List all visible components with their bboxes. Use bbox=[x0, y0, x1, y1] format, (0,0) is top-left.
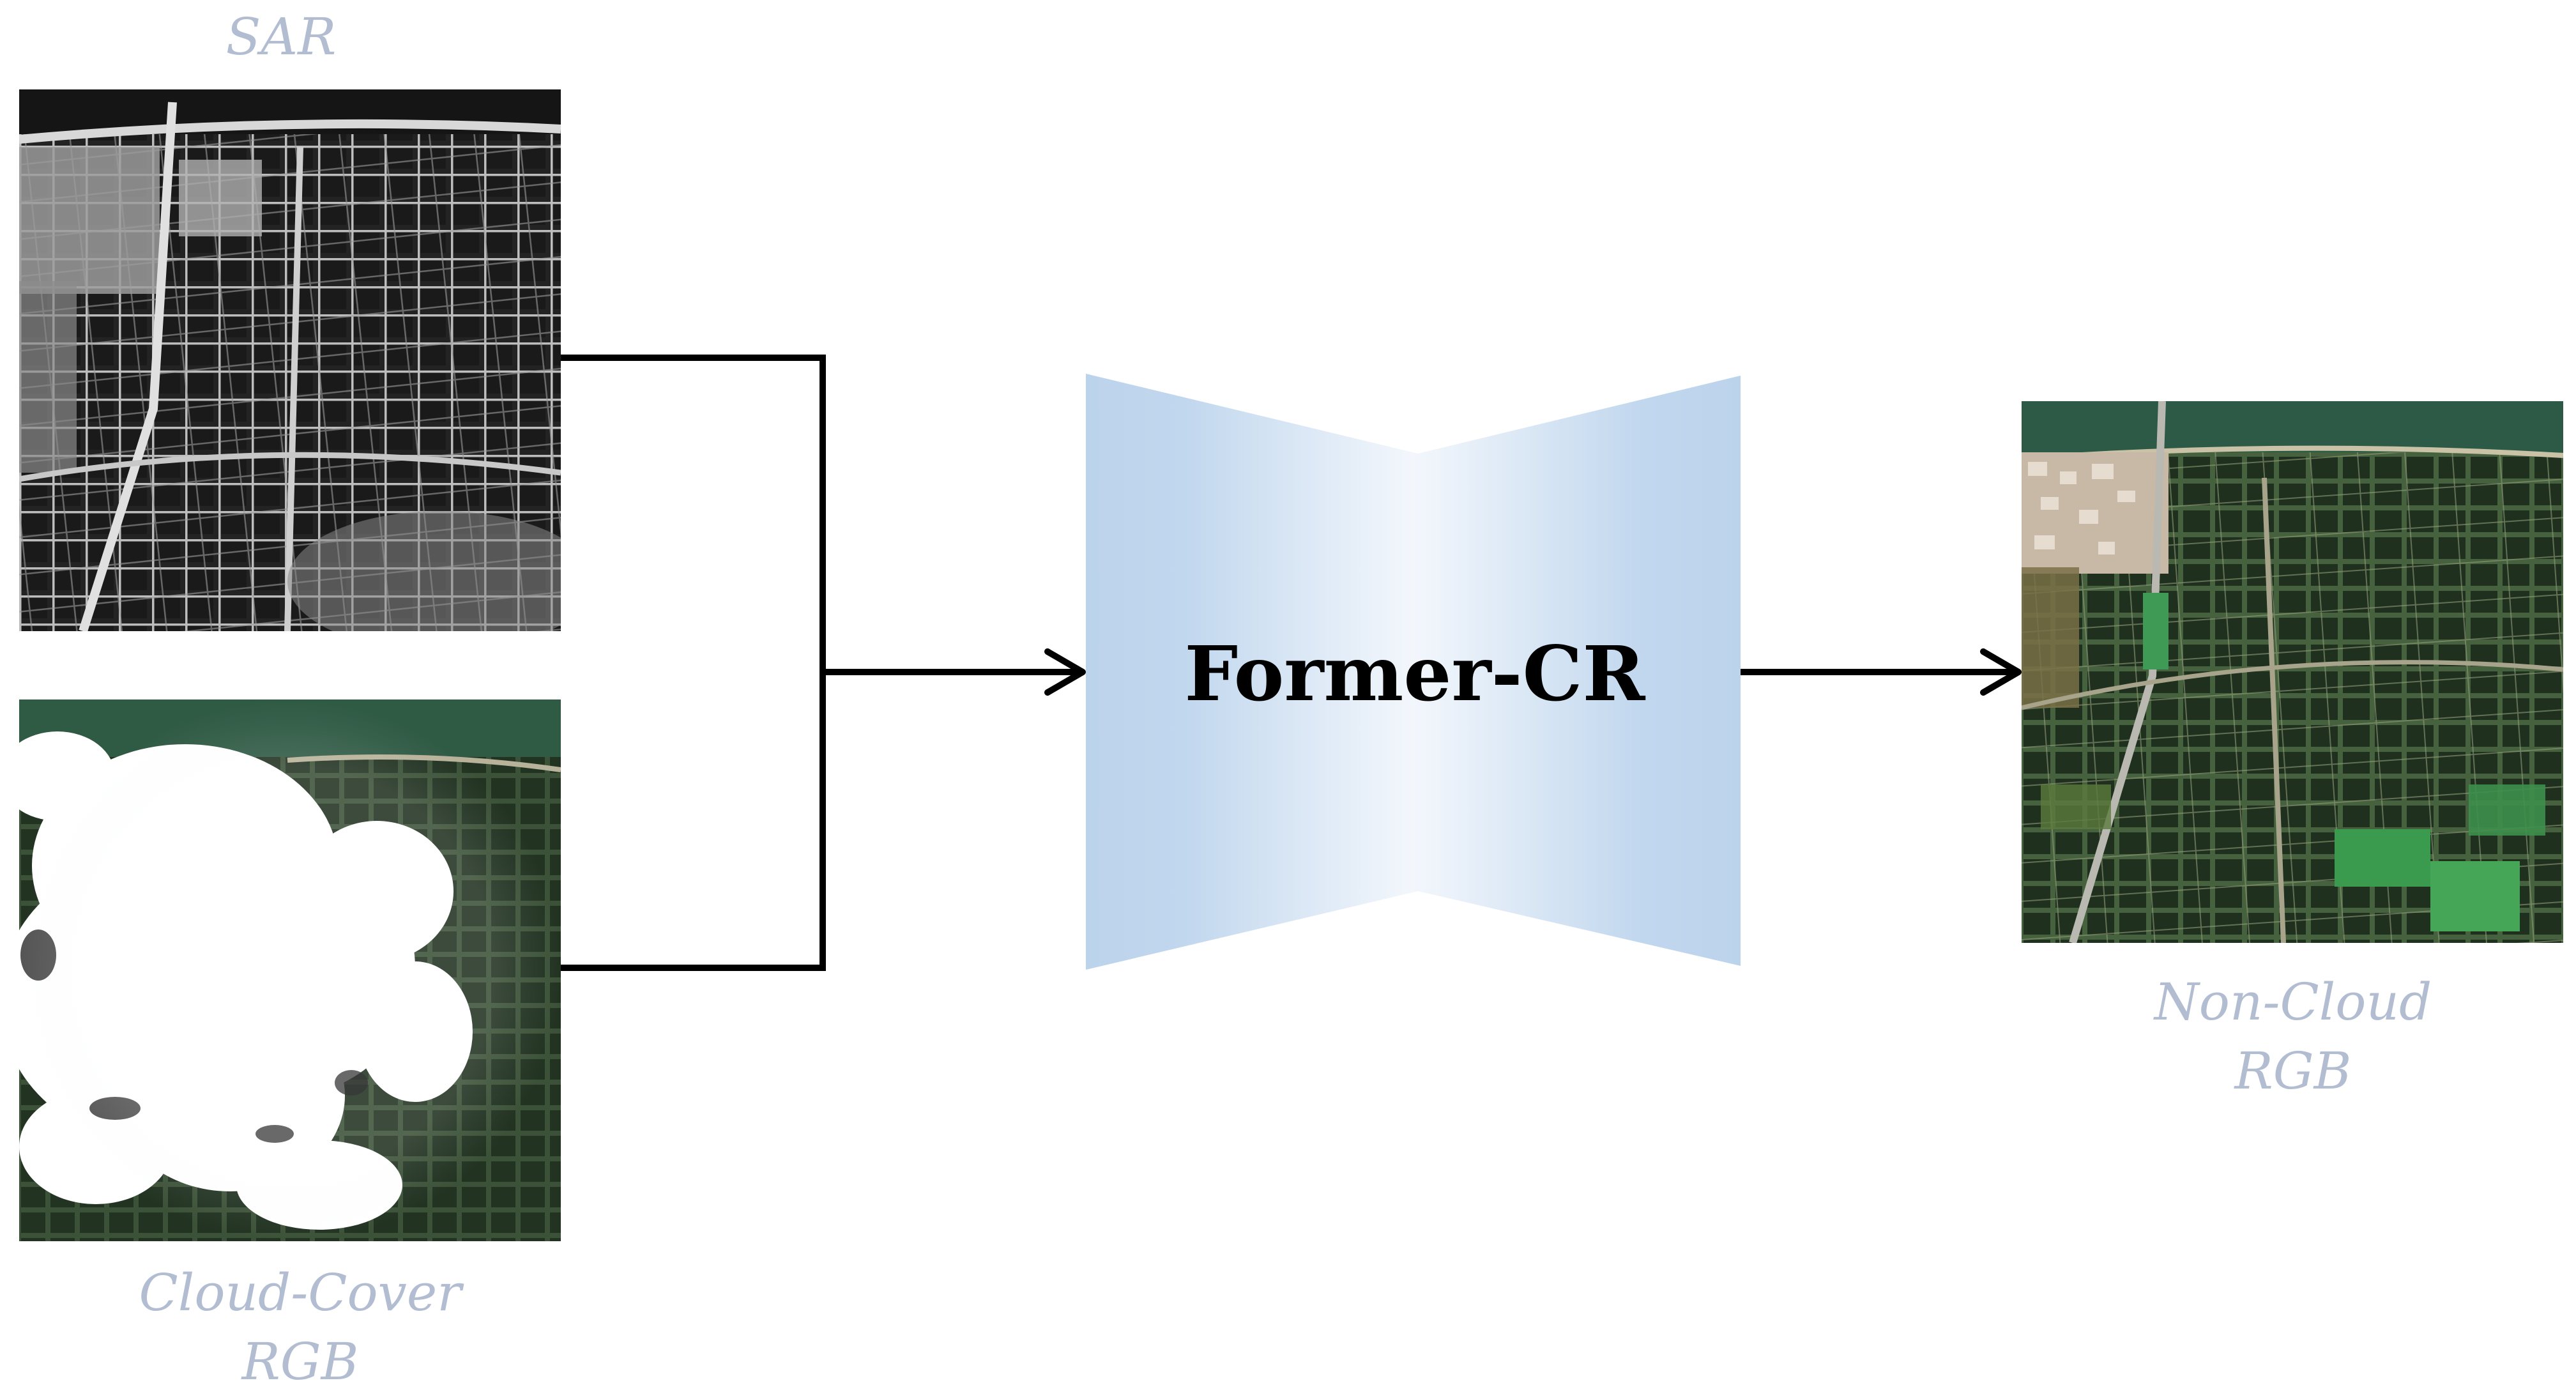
input-arrow-head bbox=[1044, 648, 1086, 696]
sar-connector-line bbox=[561, 355, 826, 971]
cloud-cover-label-line1: Cloud-Cover bbox=[139, 1263, 462, 1322]
non-cloud-image-texture bbox=[2022, 401, 2563, 943]
non-cloud-image bbox=[2022, 401, 2563, 943]
sar-image-texture bbox=[19, 89, 561, 631]
non-cloud-label-line1: Non-Cloud bbox=[2154, 972, 2432, 1032]
model-name: Former-CR bbox=[1184, 629, 1645, 718]
cloud-cover-label-line2: RGB bbox=[241, 1332, 359, 1391]
cloud-cover-label: Cloud-Cover RGB bbox=[115, 1258, 485, 1396]
former-cr-block bbox=[1086, 374, 1741, 970]
sar-image bbox=[19, 89, 561, 631]
cloud-cover-image-texture bbox=[19, 699, 561, 1241]
non-cloud-label-line2: RGB bbox=[2234, 1041, 2352, 1101]
output-arrow-head bbox=[1980, 648, 2022, 696]
sar-label: SAR bbox=[225, 7, 337, 66]
non-cloud-label: Non-Cloud RGB bbox=[2133, 968, 2453, 1106]
cloud-cover-image bbox=[19, 699, 561, 1241]
